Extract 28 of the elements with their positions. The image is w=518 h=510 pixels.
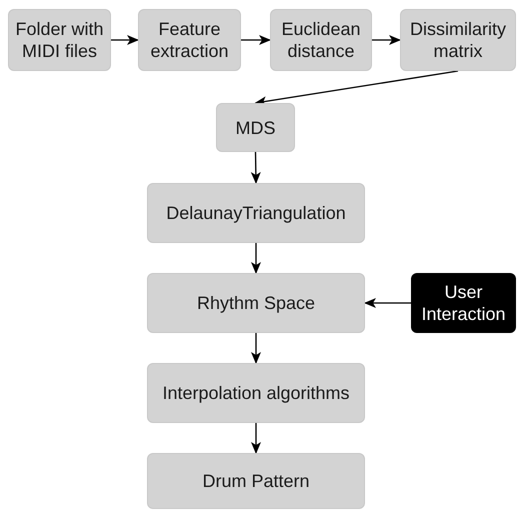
box-label: User Interaction bbox=[420, 281, 507, 325]
process-box bbox=[147, 273, 365, 333]
box-label: Dissimilarity matrix bbox=[409, 18, 507, 62]
box-label: Euclidean distance bbox=[280, 18, 362, 62]
process-box bbox=[270, 9, 372, 71]
arrow bbox=[111, 35, 139, 45]
box-label: Drum Pattern bbox=[202, 470, 310, 492]
arrow bbox=[241, 35, 271, 45]
arrow bbox=[251, 423, 261, 454]
box-label: MDS bbox=[236, 116, 276, 138]
arrow bbox=[364, 298, 411, 308]
box-label: Feature extraction bbox=[149, 18, 230, 62]
process-box bbox=[147, 363, 365, 423]
process-box bbox=[138, 9, 241, 71]
input-box bbox=[411, 273, 516, 333]
box-label: Folder with MIDI files bbox=[14, 18, 105, 62]
box-label: Rhythm Space bbox=[196, 292, 316, 314]
process-box bbox=[400, 9, 516, 71]
arrow bbox=[251, 243, 261, 274]
process-box bbox=[147, 183, 365, 243]
process-box bbox=[8, 9, 111, 71]
process-box bbox=[147, 453, 365, 509]
box-label: Interpolation algorithms bbox=[162, 382, 350, 404]
arrow bbox=[372, 35, 401, 45]
arrow bbox=[250, 152, 261, 184]
box-label: DelaunayTriangulation bbox=[166, 202, 346, 224]
process-box bbox=[216, 103, 295, 152]
arrow bbox=[251, 333, 261, 364]
